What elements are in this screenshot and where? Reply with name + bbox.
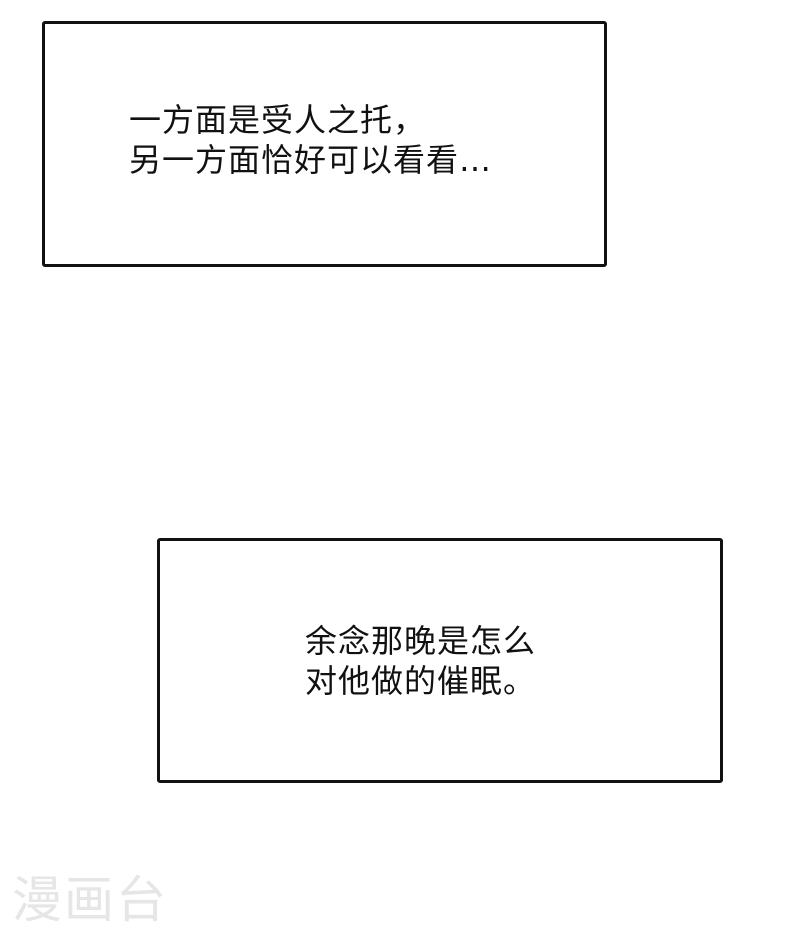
- watermark-logo: 漫画台: [12, 871, 168, 929]
- caption-text-1: 一方面是受人之托， 另一方面恰好可以看看…: [129, 100, 492, 180]
- caption-box-2: 余念那晚是怎么 对他做的催眠。: [157, 538, 723, 783]
- caption-line: 对他做的催眠。: [305, 662, 537, 700]
- caption-line: 一方面是受人之托，: [129, 101, 427, 139]
- caption-line: 另一方面恰好可以看看…: [129, 141, 493, 179]
- caption-box-1: 一方面是受人之托， 另一方面恰好可以看看…: [42, 21, 607, 267]
- caption-text-2: 余念那晚是怎么 对他做的催眠。: [305, 621, 536, 701]
- caption-line: 余念那晚是怎么: [305, 622, 537, 660]
